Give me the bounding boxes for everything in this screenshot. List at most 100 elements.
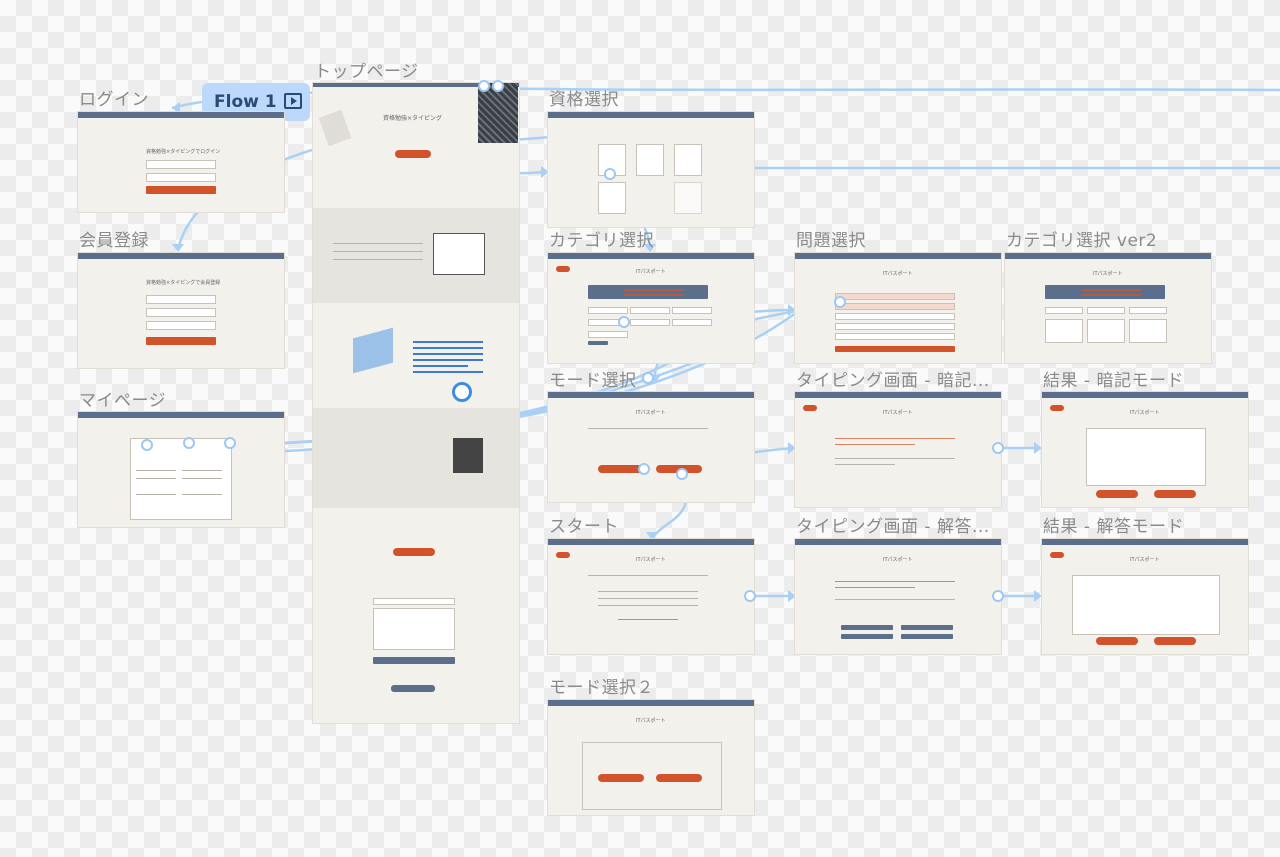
connector-node[interactable] — [492, 80, 504, 92]
mode2-answer-button[interactable] — [656, 774, 702, 782]
frame-start[interactable]: ITパスポート — [548, 539, 754, 654]
notebook-image — [318, 109, 352, 147]
connector-node[interactable] — [992, 590, 1004, 602]
mode2-memorize-button[interactable] — [598, 774, 644, 782]
qual-card-2[interactable] — [636, 144, 664, 176]
contact-name-field[interactable] — [373, 598, 455, 605]
login-email-field[interactable] — [146, 160, 216, 169]
mode2-heading: ITパスポート — [636, 718, 666, 724]
register-button[interactable] — [146, 337, 216, 345]
result-memorize-next-button[interactable] — [1154, 490, 1196, 498]
question-item-1[interactable] — [835, 293, 955, 300]
frame-category[interactable]: ITパスポート — [548, 253, 754, 363]
mypage-stats-card — [130, 438, 232, 520]
progress-panel — [588, 285, 708, 299]
frame-typing-memorize[interactable]: ITパスポート — [795, 392, 1001, 507]
register-email-field[interactable] — [146, 295, 216, 304]
frame-title-mode2: モード選択２ — [549, 678, 654, 698]
memorize-mode-button[interactable] — [598, 465, 644, 473]
answer-choice-1[interactable] — [841, 625, 893, 630]
top-register-button[interactable] — [393, 548, 435, 556]
back-button[interactable] — [556, 266, 570, 272]
qual-card-4[interactable] — [598, 182, 626, 214]
frame-title-category-v2: カテゴリ選択 ver2 — [1006, 231, 1158, 251]
typing-memorize-back-button[interactable] — [803, 405, 817, 411]
connector-node[interactable] — [478, 80, 490, 92]
connector-node[interactable] — [224, 437, 236, 449]
category-next-button[interactable] — [588, 341, 608, 345]
connector-node[interactable] — [604, 168, 616, 180]
question-item-5[interactable] — [835, 333, 955, 340]
frame-title-category: カテゴリ選択 — [549, 231, 654, 251]
connector-node[interactable] — [992, 442, 1004, 454]
category-v2-list-3[interactable] — [1129, 319, 1167, 343]
answer-choice-3[interactable] — [841, 634, 893, 639]
category-item-2[interactable] — [630, 307, 670, 314]
connector-node[interactable] — [141, 439, 153, 451]
question-item-2[interactable] — [835, 303, 955, 310]
category-v2-item-1[interactable] — [1045, 307, 1083, 314]
start-heading: ITパスポート — [636, 557, 666, 563]
top-mypage-button[interactable] — [391, 685, 435, 692]
connector-node[interactable] — [642, 372, 654, 384]
category-v2-item-2[interactable] — [1087, 307, 1125, 314]
frame-qualification[interactable] — [548, 112, 754, 227]
contact-submit-button[interactable] — [373, 657, 455, 664]
frame-login[interactable]: 資格勉強×タイピングでログイン — [78, 112, 284, 212]
start-back-button[interactable] — [556, 552, 570, 558]
connector-node-active[interactable] — [452, 382, 472, 402]
answer-choice-4[interactable] — [901, 634, 953, 639]
result-memorize-back-button[interactable] — [1050, 405, 1064, 411]
top-app-name: 資格勉強×タイピング — [383, 115, 443, 122]
frame-mode[interactable]: ITパスポート — [548, 392, 754, 502]
frame-mode2[interactable]: ITパスポート — [548, 700, 754, 815]
category-heading: ITパスポート — [636, 269, 666, 275]
frame-question[interactable]: ITパスポート — [795, 253, 1001, 363]
connector-node[interactable] — [183, 437, 195, 449]
frame-title-top: トップページ — [314, 62, 419, 82]
connector-node[interactable] — [834, 296, 846, 308]
question-item-3[interactable] — [835, 313, 955, 320]
frame-category-v2[interactable]: ITパスポート — [1005, 253, 1211, 363]
result-answer-heading: ITパスポート — [1130, 557, 1160, 563]
connector-node[interactable] — [618, 316, 630, 328]
category-item-3[interactable] — [672, 307, 712, 314]
frame-result-memorize[interactable]: ITパスポート — [1042, 392, 1248, 507]
result-answer-next-button[interactable] — [1154, 637, 1196, 645]
connector-node[interactable] — [744, 590, 756, 602]
result-memorize-retry-button[interactable] — [1096, 490, 1138, 498]
result-answer-retry-button[interactable] — [1096, 637, 1138, 645]
result-answer-card — [1072, 575, 1220, 635]
category-v2-item-3[interactable] — [1129, 307, 1167, 314]
frame-top[interactable]: 資格勉強×タイピング — [313, 83, 519, 723]
answer-choice-2[interactable] — [901, 625, 953, 630]
frame-register[interactable]: 資格勉強×タイピングで会員登録 — [78, 253, 284, 368]
feature-section-1 — [313, 208, 519, 303]
login-button[interactable] — [146, 186, 216, 194]
top-start-button[interactable] — [395, 150, 431, 158]
connector-node[interactable] — [676, 468, 688, 480]
contact-message-field[interactable] — [373, 608, 455, 650]
category-item-7[interactable] — [588, 331, 628, 338]
frame-typing-answer[interactable]: ITパスポート — [795, 539, 1001, 654]
feature-section-3 — [313, 408, 519, 508]
result-answer-back-button[interactable] — [1050, 552, 1064, 558]
qual-card-5[interactable] — [674, 182, 702, 214]
frame-result-answer[interactable]: ITパスポート — [1042, 539, 1248, 654]
frame-mypage[interactable] — [78, 412, 284, 527]
question-start-button[interactable] — [835, 346, 955, 352]
register-name-field[interactable] — [146, 308, 216, 317]
question-item-4[interactable] — [835, 323, 955, 330]
frame-title-qualification: 資格選択 — [549, 90, 619, 110]
qual-card-3[interactable] — [674, 144, 702, 176]
category-item-1[interactable] — [588, 307, 628, 314]
ballot-box-illustration — [453, 438, 483, 473]
connector-node[interactable] — [638, 463, 650, 475]
login-password-field[interactable] — [146, 173, 216, 182]
progress-panel-v2 — [1045, 285, 1165, 299]
category-v2-list-1[interactable] — [1045, 319, 1083, 343]
category-v2-list-2[interactable] — [1087, 319, 1125, 343]
category-item-5[interactable] — [630, 319, 670, 326]
category-item-6[interactable] — [672, 319, 712, 326]
register-password-field[interactable] — [146, 321, 216, 330]
